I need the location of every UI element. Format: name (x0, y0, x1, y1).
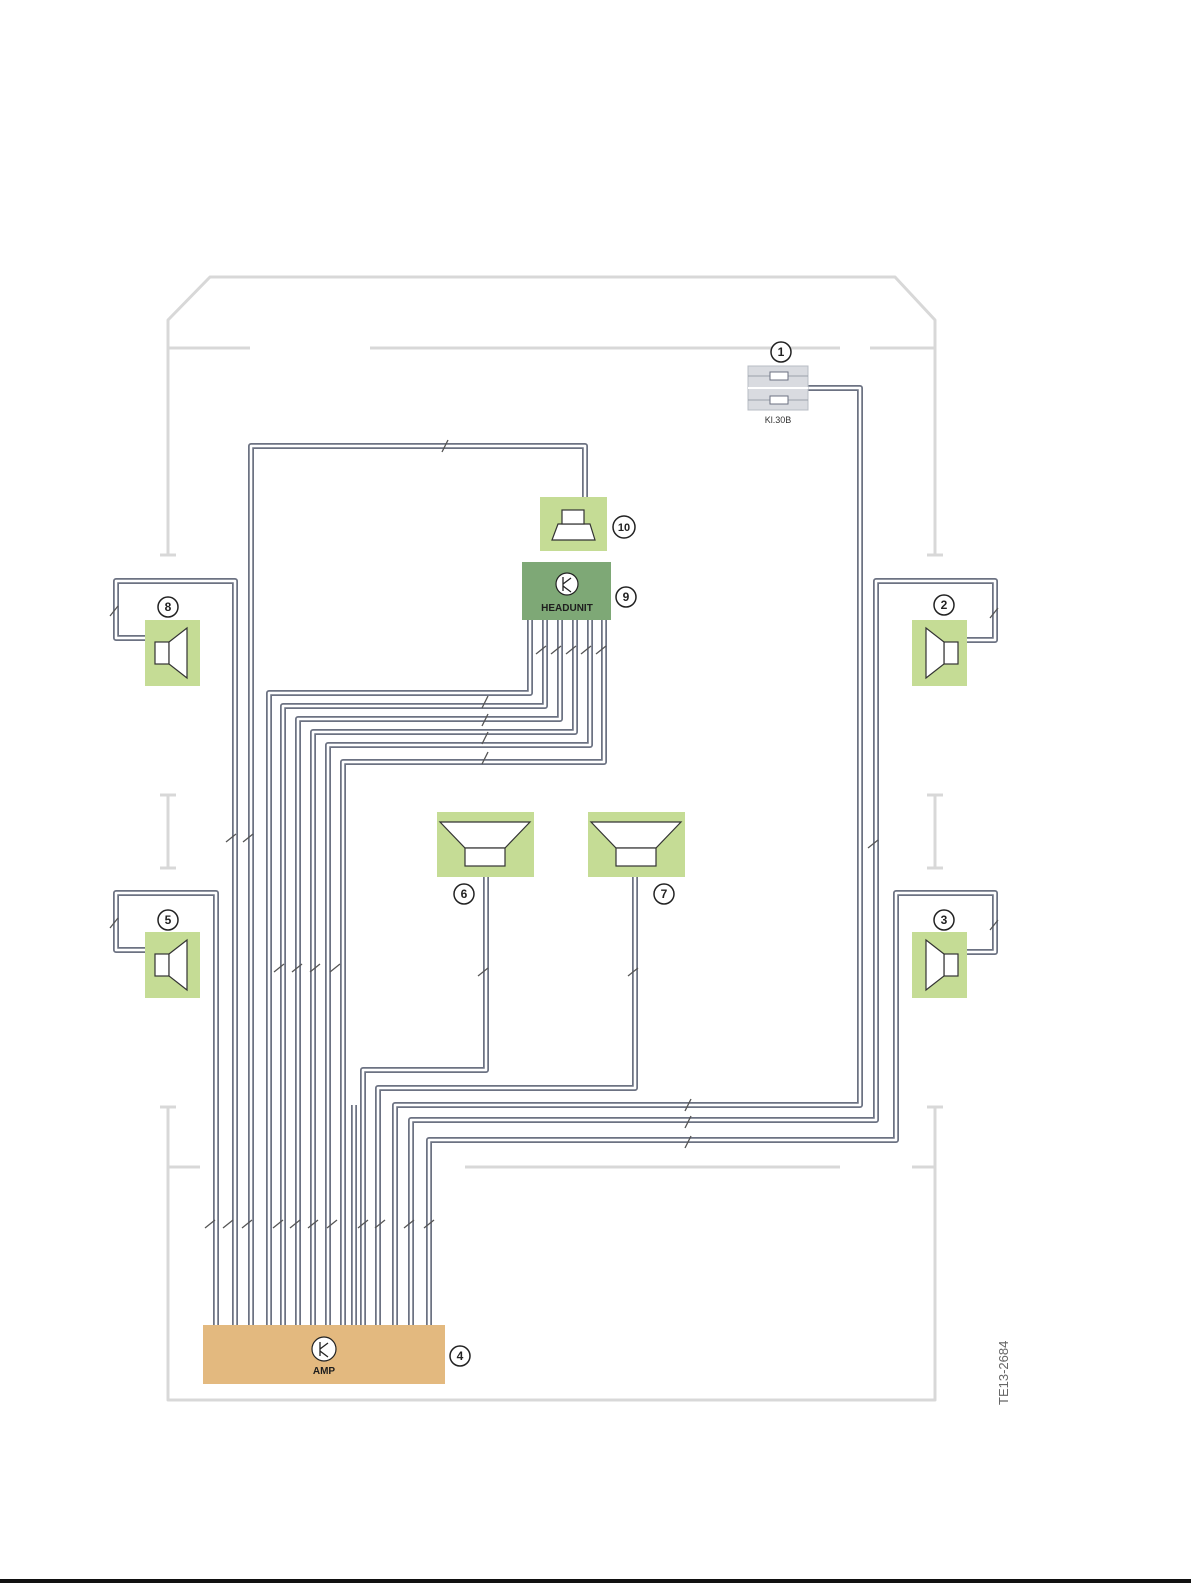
svg-text:9: 9 (623, 590, 630, 604)
wire-break-markers (110, 440, 998, 1228)
headunit: HEADUNIT (522, 562, 611, 620)
fuse-label: Kl.30B (765, 415, 792, 425)
svg-text:8: 8 (165, 600, 172, 614)
transistor-icon (312, 1337, 336, 1361)
speaker-right-front (912, 620, 967, 686)
transistor-icon (556, 573, 578, 595)
fuse-kl30b: Kl.30B (748, 366, 808, 425)
speaker-left-front (145, 620, 200, 686)
callout-1: 1 (771, 342, 791, 362)
speaker-right-rear (912, 932, 967, 998)
speaker-left-rear (145, 932, 200, 998)
callout-5: 5 (158, 910, 178, 930)
svg-text:2: 2 (941, 598, 948, 612)
speaker-center-right (588, 812, 685, 877)
headunit-label: HEADUNIT (541, 603, 593, 614)
svg-text:5: 5 (165, 913, 172, 927)
callout-3: 3 (934, 910, 954, 930)
amp-label: AMP (313, 1366, 336, 1377)
svg-text:3: 3 (941, 913, 948, 927)
speaker-dash (540, 497, 607, 551)
callout-9: 9 (616, 587, 636, 607)
svg-text:4: 4 (457, 1349, 464, 1363)
callout-10: 10 (613, 516, 635, 538)
reference-code: TE13-2684 (996, 1341, 1011, 1405)
svg-text:7: 7 (661, 887, 668, 901)
callout-6: 6 (454, 884, 474, 904)
speaker-center-left (437, 812, 534, 877)
callout-2: 2 (934, 595, 954, 615)
amplifier: AMP (203, 1325, 445, 1384)
svg-text:10: 10 (618, 522, 630, 534)
callout-4: 4 (450, 1346, 470, 1366)
page-bottom-rule (0, 1579, 1191, 1583)
callout-8: 8 (158, 597, 178, 617)
svg-text:1: 1 (778, 345, 785, 359)
callout-7: 7 (654, 884, 674, 904)
svg-text:6: 6 (461, 887, 468, 901)
callouts: 1 2 3 4 5 6 7 8 9 10 (158, 342, 954, 1366)
